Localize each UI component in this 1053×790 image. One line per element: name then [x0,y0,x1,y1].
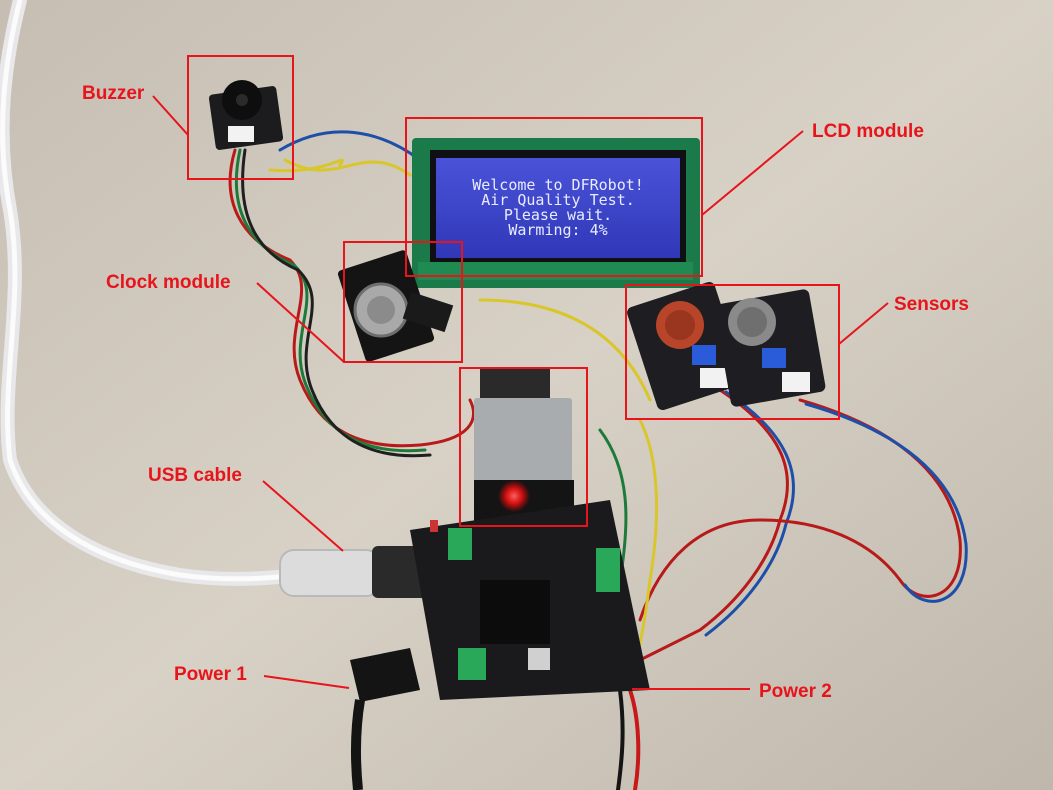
buzzer-module [208,80,284,150]
sensors-label: Sensors [894,294,969,315]
lcd-module [412,138,700,288]
power-plug [350,648,420,790]
sensors-leader-line [838,302,889,345]
annotation-overlay [152,55,889,690]
lcd-line-1: Welcome to DFRobot! [472,176,644,194]
sd-card-highlight-box [459,367,588,527]
usb-cable-label: USB cable [148,465,242,486]
power-1-leader-line [263,675,350,689]
usb-leader-line [262,480,344,552]
lcd-line-2: Air Quality Test. [481,191,635,209]
clock-leader-line [256,282,345,363]
gas-sensors [627,281,826,411]
buzzer-leader-line [152,95,189,136]
sensors-highlight-box [625,284,840,420]
lcd-highlight-box [405,117,703,277]
clock-highlight-box [343,241,463,363]
power-1-label: Power 1 [174,664,247,685]
buzzer-highlight-box [187,55,294,180]
lcd-line-4: Warming: 4% [508,221,607,239]
buzzer-label: Buzzer [82,83,145,104]
clock-module-label: Clock module [106,272,231,293]
lcd-module-label: LCD module [812,121,924,142]
lcd-leader-line [701,130,804,216]
power-2-label: Power 2 [759,681,832,702]
usb-cable [0,0,442,598]
lcd-line-3: Please wait. [504,206,612,224]
sd-card-module [474,368,574,522]
clock-module [337,250,454,362]
lcd-text: Welcome to DFRobot! Air Quality Test. Pl… [472,176,644,239]
main-board [410,500,650,700]
